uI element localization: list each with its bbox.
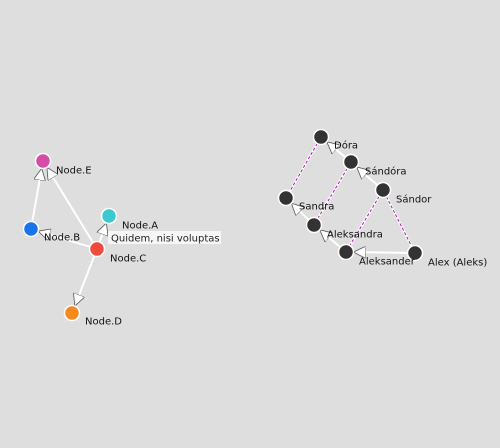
right-edge-sandor-aleksander <box>349 196 380 245</box>
left-edge-C-E <box>47 168 94 244</box>
right-edge-sandor-sandora <box>357 168 379 186</box>
right-node-label-dora: Dóra <box>334 140 358 152</box>
right-node-aleksander <box>337 243 355 261</box>
left-node-E <box>34 152 52 170</box>
left-node-label-D: Node.D <box>85 317 122 328</box>
right-edge-sandora-aleksandra <box>317 168 348 218</box>
right-node-sandra <box>277 189 295 207</box>
right-edge-sandora-dora <box>328 142 346 158</box>
right-node-label-aleksandra: Aleksandra <box>327 230 383 241</box>
right-node-alex <box>406 244 424 262</box>
left-node-label-B: Node.B <box>44 233 80 244</box>
left-edge-C-B <box>39 231 91 248</box>
edges-layer <box>31 142 413 305</box>
right-edge-dora-sandra <box>289 143 318 191</box>
right-edge-sandor-alex <box>385 196 412 246</box>
right-node-label-alex: Alex (Aleks) <box>428 258 487 269</box>
left-node-C <box>88 240 106 258</box>
right-node-aleksandra <box>305 216 323 234</box>
left-node-label-A: Node.A <box>122 221 158 232</box>
right-node-sandora <box>342 153 360 171</box>
right-node-sandor <box>374 181 392 199</box>
left-edge-C-A <box>100 224 107 243</box>
left-node-D <box>63 304 81 322</box>
left-node-B <box>22 220 40 238</box>
left-node-A <box>100 207 118 225</box>
right-node-label-aleksander: Aleksander <box>359 257 416 268</box>
right-node-label-sandora: Sándóra <box>365 166 407 178</box>
right-node-label-sandor: Sándor <box>396 194 432 206</box>
nodes-layer <box>22 128 424 322</box>
labels-layer: Node.E Node.B Node.A Node.C Node.D DóraSándór… <box>44 140 487 328</box>
edge-label-background <box>108 231 221 244</box>
left-edge-B-E <box>31 169 41 222</box>
left-edge-C-D <box>75 255 96 305</box>
left-node-label-E: Node.E <box>56 166 92 177</box>
right-edge-aleksandra-sandra <box>292 204 310 221</box>
left-node-label-C: Node.C <box>110 254 146 265</box>
right-edge-aleksander-aleksandra <box>320 230 341 248</box>
right-node-dora <box>312 128 330 146</box>
edge-label-c-a: Quidem, nisi voluptas <box>111 234 220 245</box>
right-node-label-sandra: Sandra <box>299 202 334 213</box>
right-edge-alex-aleksander <box>354 252 408 253</box>
